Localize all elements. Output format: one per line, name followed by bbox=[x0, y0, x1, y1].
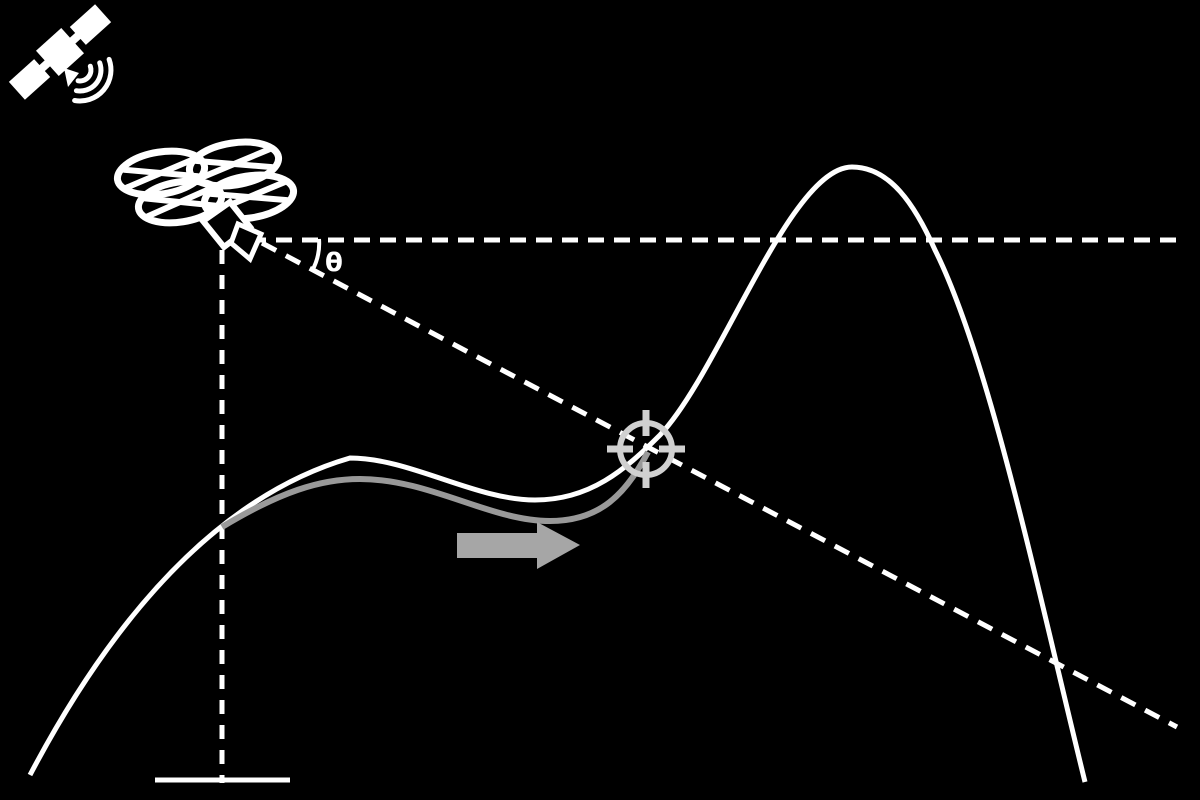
drone-rotor bbox=[113, 147, 209, 199]
drone-icon bbox=[113, 138, 298, 227]
line-of-sight-dashed-line bbox=[260, 240, 1179, 730]
angle-arc bbox=[310, 238, 322, 272]
drone-rotor bbox=[185, 138, 283, 190]
signal-waves-icon bbox=[72, 56, 114, 104]
motion-arrow-icon bbox=[457, 522, 580, 569]
camera-lens bbox=[228, 220, 265, 264]
satellite-panel-left bbox=[8, 59, 51, 100]
target-path-curve bbox=[220, 450, 651, 530]
satellite-antenna bbox=[64, 68, 79, 87]
satellite-body bbox=[35, 27, 85, 77]
target-crosshair-icon bbox=[607, 410, 685, 488]
satellite-icon bbox=[8, 4, 114, 104]
camera-icon bbox=[198, 197, 265, 264]
angle-label: θ bbox=[325, 248, 343, 278]
satellite-panel-right bbox=[69, 4, 112, 45]
terrain-curve bbox=[27, 164, 1088, 783]
